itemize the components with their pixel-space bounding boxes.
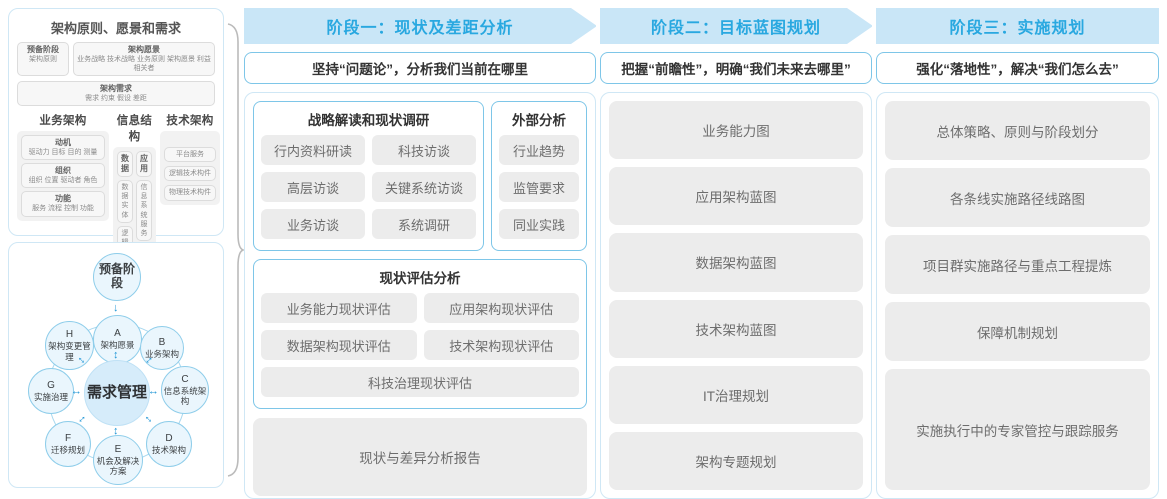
phase-3-subtitle: 强化“落地性”，解决“我们怎么去” <box>876 52 1159 84</box>
phase-2: 阶段二：目标蓝图规划 把握“前瞻性”，明确“我们未来去哪里” 业务能力图 应用架… <box>600 8 873 499</box>
adm-node-h: H 架构变更管理 <box>45 321 94 370</box>
list-item[interactable]: 实施执行中的专家管控与跟踪服务 <box>885 369 1150 491</box>
group-row: 业务能力现状评估 应用架构现状评估 <box>261 293 579 323</box>
phase-3-body: 总体策略、原则与阶段划分 各条线实施路径线路图 项目群实施路径与重点工程提炼 保… <box>876 92 1159 499</box>
phase-1: 阶段一：现状及差距分析 坚持“问题论”，分析我们当前在哪里 战略解读和现状调研 … <box>244 8 597 499</box>
list-item[interactable]: 数据架构蓝图 <box>609 233 863 292</box>
phase-3-banner: 阶段三：实施规划 <box>876 8 1159 44</box>
phase-3: 阶段三：实施规划 强化“落地性”，解决“我们怎么去” 总体策略、原则与阶段划分 … <box>876 8 1159 499</box>
phase-3-banner-label: 阶段三：实施规划 <box>949 20 1086 37</box>
phase-2-body: 业务能力图 应用架构蓝图 数据架构蓝图 技术架构蓝图 IT治理规划 架构专题规划 <box>600 92 872 499</box>
togaf-framework-card: 架构原则、愿景和需求 预备阶段 架构原则 架构愿景 业务战略 技术战略 业务原则… <box>8 8 224 413</box>
group-row: 高层访谈 关键系统访谈 <box>261 172 476 202</box>
chevron-right-icon <box>571 8 597 44</box>
item-chip[interactable]: 同业实践 <box>499 209 579 239</box>
list-item[interactable]: 保障机制规划 <box>885 302 1150 362</box>
item-chip[interactable]: 科技治理现状评估 <box>261 367 579 397</box>
item-chip[interactable]: 高层访谈 <box>261 172 365 202</box>
item-chip[interactable]: 应用架构现状评估 <box>423 293 579 323</box>
group-row: 行内资料研读 科技访谈 <box>261 135 476 165</box>
item-chip[interactable]: 监管要求 <box>499 172 579 202</box>
adm-circles: 预备阶段 ↓ A 架构愿景 B 业务架构 C 信息系统架构 <box>9 243 223 487</box>
adm-node-b: B 业务架构 <box>140 326 184 370</box>
adm-node-f: F 迁移规划 <box>45 421 91 467</box>
business-architecture-column: 业务架构 动机 驱动力 目标 目的 测量 组织 组织 位置 驱动者 角色 功能 <box>17 112 109 372</box>
item-chip[interactable]: 系统调研 <box>372 209 476 239</box>
function-chip: 功能 服务 流程 控制 功能 <box>21 191 105 217</box>
list-item[interactable]: 项目群实施路径与重点工程提炼 <box>885 235 1150 295</box>
motivation-chip: 动机 驱动力 目标 目的 测量 <box>21 135 105 161</box>
item-chip[interactable]: 业务访谈 <box>261 209 365 239</box>
phase-1-subtitle: 坚持“问题论”，分析我们当前在哪里 <box>244 52 596 84</box>
technology-architecture-column: 技术架构 平台服务 逻辑技术构件 物理技术构件 <box>160 112 220 372</box>
adm-node-d: D 技术架构 <box>146 421 192 467</box>
arrow-e-center: ↕ <box>113 425 119 437</box>
item-chip[interactable]: 业务能力现状评估 <box>261 293 417 323</box>
requirements-chip: 架构需求 需求 约束 假设 差距 <box>17 81 215 107</box>
phase-2-banner: 阶段二：目标蓝图规划 <box>600 8 873 44</box>
organization-chip: 组织 组织 位置 驱动者 角色 <box>21 163 105 189</box>
group-row: 业务访谈 系统调研 <box>261 209 476 239</box>
vision-chip: 架构愿景 业务战略 技术战略 业务原则 架构愿景 利益相关者 <box>73 42 215 77</box>
phase-1-banner: 阶段一：现状及差距分析 <box>244 8 597 44</box>
adm-node-e: E 机会及解决方案 <box>93 435 143 485</box>
arrow-c-center: ↕ <box>147 389 160 396</box>
adm-node-c: C 信息系统架构 <box>161 366 209 414</box>
list-item[interactable]: IT治理规划 <box>609 365 863 424</box>
adm-node-prelim: 预备阶段 <box>93 253 141 301</box>
group-strategy-research: 战略解读和现状调研 行内资料研读 科技访谈 高层访谈 关键系统访谈 业务访谈 系… <box>253 101 484 251</box>
group-row: 数据架构现状评估 技术架构现状评估 <box>261 330 579 360</box>
left-column: 架构原则、愿景和需求 预备阶段 架构原则 架构愿景 业务战略 技术战略 业务原则… <box>8 8 224 492</box>
phase-2-banner-label: 阶段二：目标蓝图规划 <box>650 20 821 37</box>
brace-connector <box>227 23 244 477</box>
list-item[interactable]: 技术架构蓝图 <box>609 299 863 358</box>
item-chip[interactable]: 科技访谈 <box>372 135 476 165</box>
item-chip[interactable]: 行业趋势 <box>499 135 579 165</box>
phase-1-banner-label: 阶段一：现状及差距分析 <box>326 20 514 37</box>
list-item[interactable]: 架构专题规划 <box>609 431 863 491</box>
item-chip[interactable]: 行内资料研读 <box>261 135 365 165</box>
list-item[interactable]: 总体策略、原则与阶段划分 <box>885 101 1150 161</box>
phase-1-body: 战略解读和现状调研 行内资料研读 科技访谈 高层访谈 关键系统访谈 业务访谈 系… <box>244 92 596 499</box>
adm-center-requirements: 需求管理 <box>84 360 150 426</box>
phase-1-report[interactable]: 现状与差异分析报告 <box>253 418 587 496</box>
list-item[interactable]: 应用架构蓝图 <box>609 167 863 226</box>
item-chip[interactable]: 关键系统访谈 <box>372 172 476 202</box>
framework-heading: 架构原则、愿景和需求 <box>50 21 181 36</box>
chevron-right-icon <box>847 8 873 44</box>
list-item[interactable]: 业务能力图 <box>609 101 863 160</box>
item-chip[interactable]: 技术架构现状评估 <box>423 330 579 360</box>
adm-cycle-card: 预备阶段 ↓ A 架构愿景 B 业务架构 C 信息系统架构 <box>8 242 224 488</box>
group-external-analysis: 外部分析 行业趋势 监管要求 同业实践 <box>491 101 587 251</box>
arrow-a-center: ↕ <box>113 349 119 361</box>
phase-2-subtitle: 把握“前瞻性”，明确“我们未来去哪里” <box>600 52 872 84</box>
adm-node-g: G 实施治理 <box>28 368 74 414</box>
arrow-prelim-to-a: ↓ <box>113 302 119 314</box>
list-item[interactable]: 各条线实施路径线路图 <box>885 168 1150 228</box>
arrow-g-center: ↕ <box>70 389 83 396</box>
prelim-chip: 预备阶段 架构原则 <box>17 42 69 77</box>
group-current-state-assessment: 现状评估分析 业务能力现状评估 应用架构现状评估 数据架构现状评估 技术架构现状… <box>253 259 587 409</box>
item-chip[interactable]: 数据架构现状评估 <box>261 330 417 360</box>
